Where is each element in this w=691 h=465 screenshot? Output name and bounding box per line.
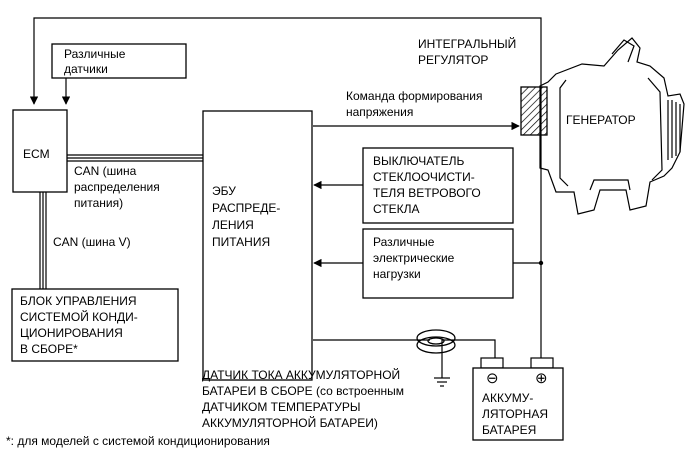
battery-minus-terminal: ⊖: [486, 370, 499, 387]
integrated-regulator-block: [520, 86, 548, 136]
svg-text:нагрузки: нагрузки: [373, 267, 421, 281]
svg-text:Различные: Различные: [64, 47, 126, 61]
svg-text:распределения: распределения: [74, 180, 160, 194]
current-sensor-ring: [416, 329, 456, 354]
svg-text:датчики: датчики: [64, 62, 108, 76]
svg-text:*: для моделей с системой конд: *: для моделей с системой кондиционирова…: [6, 434, 270, 448]
box-wiper-switch: ВЫКЛЮЧАТЕЛЬ СТЕКЛООЧИСТИ- ТЕЛЯ ВЕТРОВОГО…: [362, 147, 514, 224]
box-power-ecu: ЭБУ РАСПРЕДЕ- ЛЕНИЯ ПИТАНИЯ: [202, 110, 313, 381]
wire-battery-negative: [441, 339, 496, 378]
generator-label: ГЕНЕРАТОР: [566, 113, 636, 127]
box-ac-control: БЛОК УПРАВЛЕНИЯ СИСТЕМОЙ КОНДИ- ЦИОНИРОВ…: [11, 288, 179, 362]
battery-plus-terminal: ⊕: [535, 370, 548, 387]
svg-text:ЦИОНИРОВАНИЯ: ЦИОНИРОВАНИЯ: [20, 326, 123, 340]
svg-text:ВЫКЛЮЧАТЕЛЬ: ВЫКЛЮЧАТЕЛЬ: [373, 154, 464, 168]
label-integrated-regulator: ИНТЕГРАЛЬНЫЙ РЕГУЛЯТОР: [418, 36, 516, 67]
svg-text:РЕГУЛЯТОР: РЕГУЛЯТОР: [418, 53, 488, 67]
label-can-power-bus: CAN (шина распределения питания): [74, 164, 160, 210]
svg-text:Различные: Различные: [373, 235, 435, 249]
svg-text:БАТАРЕИ В СБОРЕ (со встроенным: БАТАРЕИ В СБОРЕ (со встроенным: [202, 384, 404, 398]
svg-text:СТЕКЛООЧИСТИ-: СТЕКЛООЧИСТИ-: [373, 170, 475, 184]
box-sensors: Различные датчики: [51, 43, 187, 79]
label-current-sensor: ДАТЧИК ТОКА АККУМУЛЯТОРНОЙ БАТАРЕИ В СБО…: [202, 367, 404, 430]
svg-text:ТЕЛЯ ВЕТРОВОГО: ТЕЛЯ ВЕТРОВОГО: [373, 186, 481, 200]
svg-text:АККУМУЛЯТОРНОЙ БАТАРЕИ): АККУМУЛЯТОРНОЙ БАТАРЕИ): [202, 415, 378, 430]
svg-text:CAN (шина: CAN (шина: [74, 164, 137, 178]
junction-dot: [538, 260, 544, 266]
svg-text:В СБОРЕ*: В СБОРЕ*: [20, 342, 78, 356]
footnote: *: для моделей с системой кондиционирова…: [6, 434, 270, 448]
box-battery: ⊖ ⊕ АККУМУ- ЛЯТОРНАЯ БАТАРЕЯ: [472, 357, 564, 441]
svg-text:СТЕКЛА: СТЕКЛА: [373, 202, 419, 216]
svg-text:напряжения: напряжения: [346, 105, 413, 119]
label-voltage-command: Команда формирования напряжения: [346, 89, 483, 119]
box-ecm: ECM: [12, 109, 68, 193]
svg-text:РАСПРЕДЕ-: РАСПРЕДЕ-: [212, 201, 280, 215]
svg-text:БАТАРЕЯ: БАТАРЕЯ: [482, 423, 536, 437]
svg-text:CAN (шина V): CAN (шина V): [53, 235, 131, 249]
svg-text:Команда формирования: Команда формирования: [346, 89, 483, 103]
svg-text:ECM: ECM: [23, 147, 50, 161]
svg-text:ДАТЧИКОМ ТЕМПЕРАТУРЫ: ДАТЧИКОМ ТЕМПЕРАТУРЫ: [202, 400, 360, 414]
svg-text:электрические: электрические: [373, 251, 455, 265]
wire-generator-to-ecm: [29, 17, 542, 180]
svg-text:ЛЯТОРНАЯ: ЛЯТОРНАЯ: [482, 407, 548, 421]
svg-text:ЛЕНИЯ: ЛЕНИЯ: [212, 218, 254, 232]
svg-text:ПИТАНИЯ: ПИТАНИЯ: [212, 235, 270, 249]
box-electrical-loads: Различные электрические нагрузки: [362, 228, 514, 299]
svg-text:ЭБУ: ЭБУ: [212, 184, 236, 198]
svg-text:питания): питания): [74, 196, 123, 210]
svg-text:БЛОК УПРАВЛЕНИЯ: БЛОК УПРАВЛЕНИЯ: [20, 294, 137, 308]
svg-text:ИНТЕГРАЛЬНЫЙ: ИНТЕГРАЛЬНЫЙ: [418, 36, 516, 51]
svg-text:СИСТЕМОЙ КОНДИ-: СИСТЕМОЙ КОНДИ-: [20, 309, 138, 324]
svg-text:ДАТЧИК ТОКА АККУМУЛЯТОРНОЙ: ДАТЧИК ТОКА АККУМУЛЯТОРНОЙ: [202, 367, 400, 382]
generator-illustration: [539, 37, 685, 215]
svg-text:АККУМУ-: АККУМУ-: [482, 391, 533, 405]
label-can-v-bus: CAN (шина V): [53, 235, 131, 249]
wiring: [29, 17, 542, 387]
